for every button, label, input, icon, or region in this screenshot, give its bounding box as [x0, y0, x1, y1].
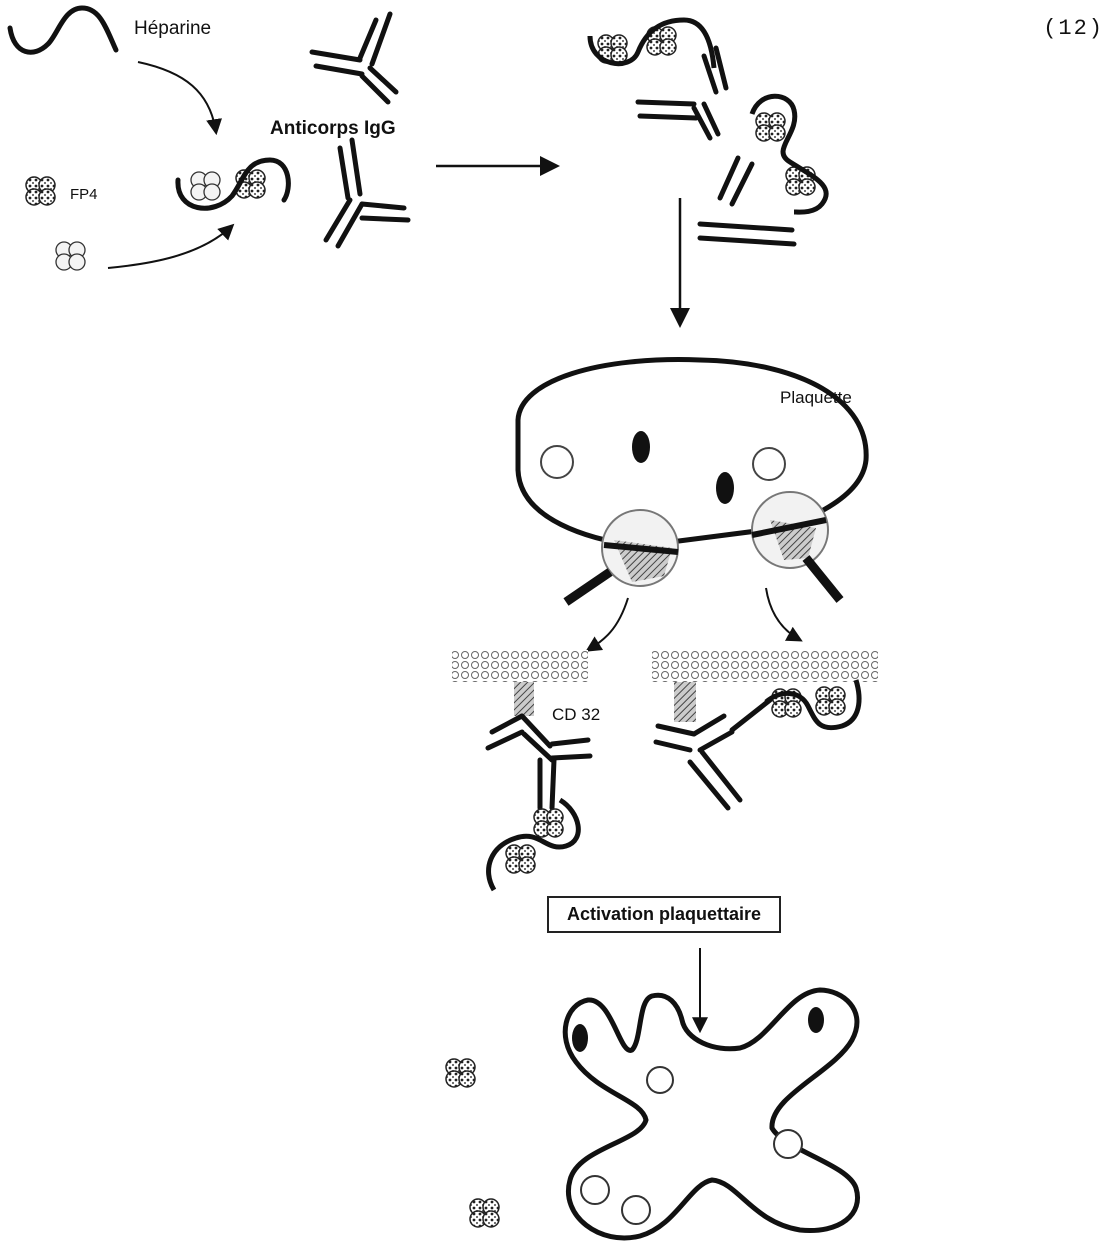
igg-antibody: [312, 14, 396, 102]
heparin-strand: [10, 8, 116, 52]
label-anticorps-igg: Anticorps IgG: [270, 118, 396, 140]
label-fp4: FP4: [70, 186, 98, 203]
label-activation: Activation plaquettaire: [567, 904, 761, 924]
figure-number: (12): [1043, 16, 1104, 41]
alpha-granule: [647, 1067, 673, 1093]
arrow-zoom-right: [766, 588, 800, 640]
activated-platelet: [565, 990, 857, 1238]
label-cd32: CD 32: [552, 705, 600, 725]
arrow-zoom-left: [588, 598, 628, 650]
released-fp4: [470, 1199, 499, 1227]
igg-antibody: [326, 140, 408, 246]
bound-igg-complex: [656, 700, 770, 808]
dense-granule: [632, 431, 650, 463]
cd32-stalk: [674, 682, 696, 722]
alpha-granule: [581, 1176, 609, 1204]
fp4-molecule: [26, 177, 55, 205]
alpha-granule: [774, 1130, 802, 1158]
arrow-fp4-to-complex: [108, 226, 232, 268]
dense-granule: [716, 472, 734, 504]
fp4-molecule: [56, 242, 85, 270]
alpha-granule: [753, 448, 785, 480]
bound-igg-complex: [488, 716, 590, 808]
activation-label-box: Activation plaquettaire: [547, 896, 781, 933]
alpha-granule: [622, 1196, 650, 1224]
alpha-granule: [541, 446, 573, 478]
heparin-fp4-complex: [178, 160, 288, 208]
membrane-bilayer: [652, 650, 878, 682]
dense-granule: [808, 1007, 824, 1033]
released-fp4: [446, 1059, 475, 1087]
label-heparine: Héparine: [134, 18, 211, 40]
dense-granule: [572, 1024, 588, 1052]
immune-complex: [700, 96, 826, 244]
immune-complex: [489, 800, 579, 890]
immune-complex: [590, 20, 726, 138]
membrane-bilayer: [452, 650, 588, 682]
label-plaquette: Plaquette: [780, 388, 852, 408]
immune-complex: [766, 680, 859, 728]
cd32-stalk: [514, 682, 534, 716]
arrow-heparin-to-complex: [138, 62, 216, 132]
